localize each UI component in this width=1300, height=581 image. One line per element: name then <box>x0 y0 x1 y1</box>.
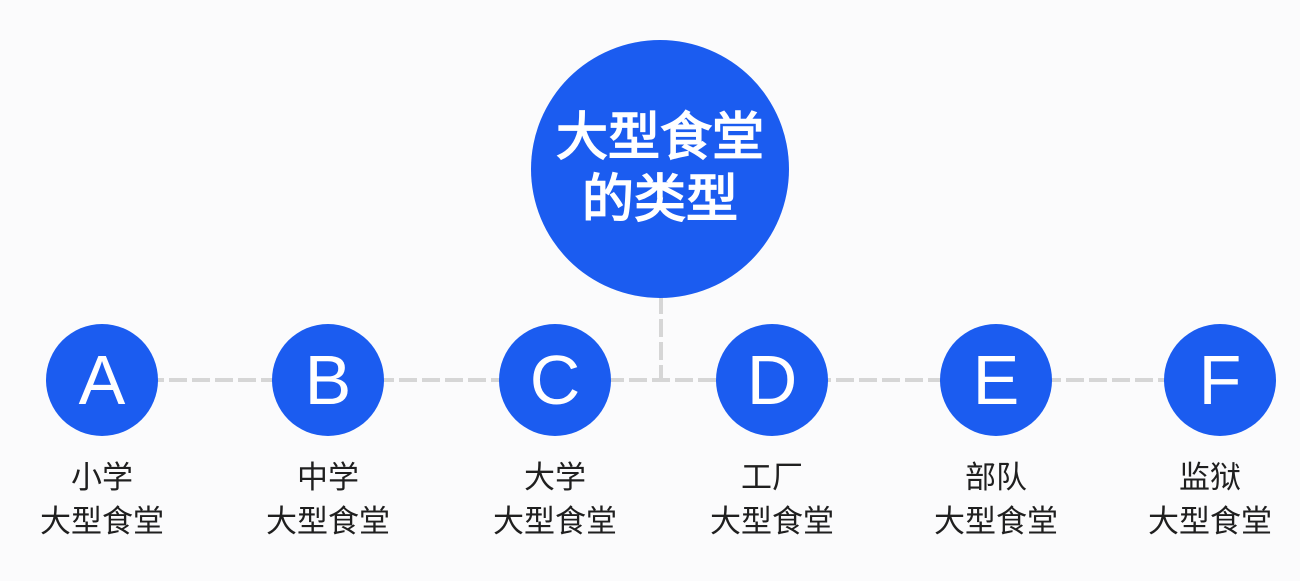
node-a-letter: A <box>78 341 126 419</box>
node-d-circle: D <box>716 324 828 436</box>
node-d-letter: D <box>746 341 798 419</box>
node-a-caption-line-1: 小学 <box>71 460 133 496</box>
node-f-caption-line-2: 大型食堂 <box>1148 504 1272 540</box>
node-b-caption-line-1: 中学 <box>297 460 359 496</box>
node-c-letter: C <box>529 341 581 419</box>
node-d-caption-line-2: 大型食堂 <box>710 504 834 540</box>
node-c-caption-line-1: 大学 <box>524 460 586 496</box>
node-a-caption: 小学 大型食堂 <box>12 456 192 544</box>
node-e-caption: 部队 大型食堂 <box>906 456 1086 544</box>
node-f-circle: F <box>1164 324 1276 436</box>
node-a-caption-line-2: 大型食堂 <box>40 504 164 540</box>
node-b-caption-line-2: 大型食堂 <box>266 504 390 540</box>
node-d-caption: 工厂 大型食堂 <box>682 456 862 544</box>
node-c-circle: C <box>499 324 611 436</box>
node-f-letter: F <box>1198 341 1242 419</box>
main-title-line-1: 大型食堂 <box>555 108 764 168</box>
node-c-caption: 大学 大型食堂 <box>465 456 645 544</box>
node-f-caption-line-1: 监狱 <box>1179 460 1241 496</box>
node-a-circle: A <box>46 324 158 436</box>
node-e-circle: E <box>940 324 1052 436</box>
main-title-line-2: 的类型 <box>581 170 738 230</box>
node-c-caption-line-2: 大型食堂 <box>493 504 617 540</box>
main-category-circle: 大型食堂 的类型 <box>531 40 789 298</box>
node-e-caption-line-2: 大型食堂 <box>934 504 1058 540</box>
node-d-caption-line-1: 工厂 <box>741 460 803 496</box>
node-e-letter: E <box>972 341 1020 419</box>
node-e-caption-line-1: 部队 <box>965 460 1027 496</box>
node-f-caption: 监狱 大型食堂 <box>1120 456 1300 544</box>
node-b-caption: 中学 大型食堂 <box>238 456 418 544</box>
node-b-circle: B <box>272 324 384 436</box>
node-b-letter: B <box>304 341 352 419</box>
